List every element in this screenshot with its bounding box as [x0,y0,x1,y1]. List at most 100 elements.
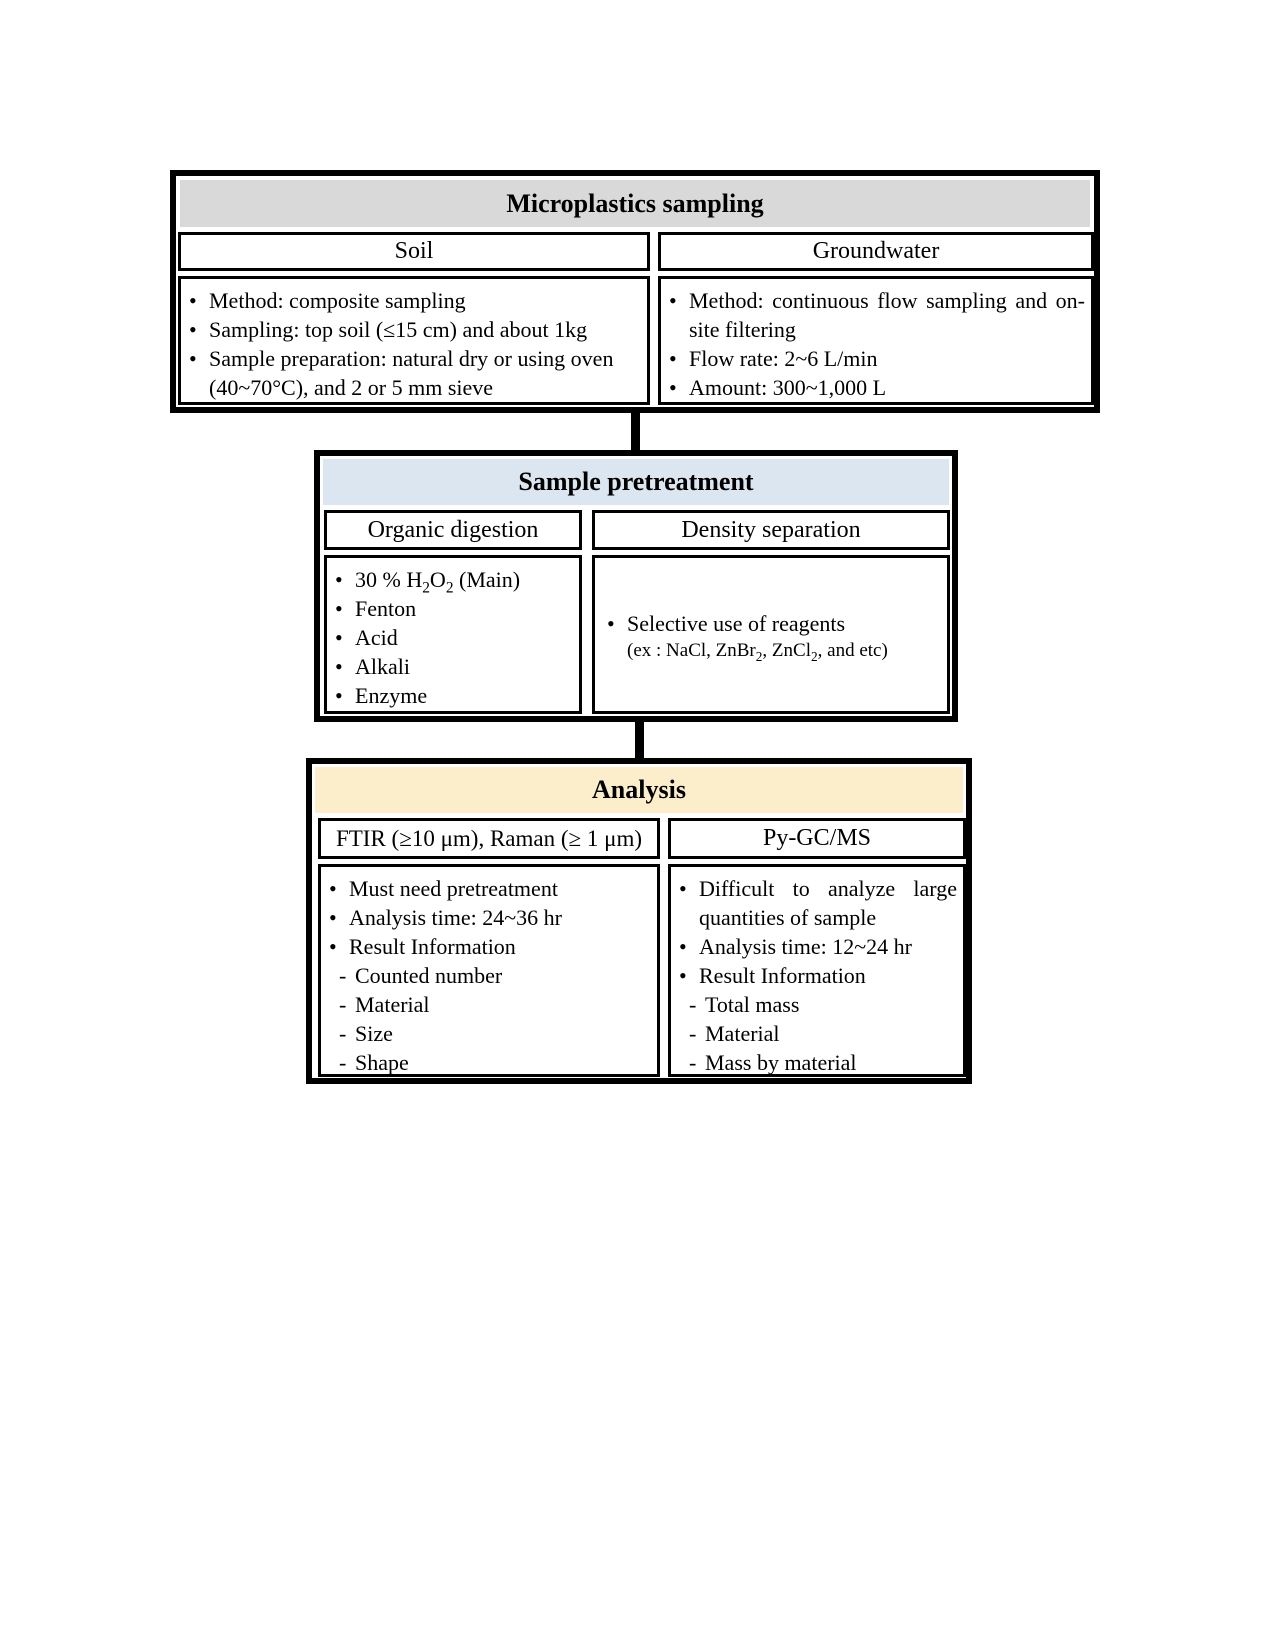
ftir-raman-header-text: FTIR (≥10 μm), Raman (≥ 1 μm) [335,825,643,851]
organic-digestion-header-text: Organic digestion [367,516,539,543]
list-subitem: - Size [329,1019,651,1048]
density-separation-bullet-list: • Selective use of reagents (ex : NaCl, … [607,609,941,664]
py-gc-ms-content-cell: • Difficult to analyze large quantities … [668,864,966,1077]
list-item: • Flow rate: 2~6 L/min [669,344,1085,373]
dash-marker: - [689,1050,697,1075]
dash-marker: - [339,992,347,1017]
analysis-title: Analysis [315,767,963,813]
bullet-text: Sample preparation: natural dry or using… [209,346,614,400]
density-separation-header-text: Density separation [681,516,861,543]
subitem-text: Mass by material [705,1050,857,1075]
bullet-text: Acid [355,625,398,650]
bullet-text: Fenton [355,596,417,621]
formula-text: 30 % H [355,567,423,592]
list-item: • Fenton [335,594,573,623]
connector-pretreatment-to-analysis [635,714,644,764]
organic-digestion-content-cell: • 30 % H2O2 (Main) • Fenton • Acid • Alk… [324,555,582,714]
density-separation-content-cell: • Selective use of reagents (ex : NaCl, … [592,555,950,714]
groundwater-content-cell: • Method: continuous flow sampling and o… [658,276,1094,405]
formula-text: (Main) [453,567,521,592]
ftir-raman-content-cell: • Must need pretreatment • Analysis time… [318,864,660,1077]
py-gc-ms-header-cell: Py-GC/MS [668,818,966,859]
subitem-text: Material [355,992,430,1017]
groundwater-bullet-list: • Method: continuous flow sampling and o… [669,286,1085,402]
bullet-marker: • [335,625,343,650]
list-item: • 30 % H2O2 (Main) [335,565,573,597]
subitem-text: Material [705,1021,780,1046]
bullet-marker: • [189,346,197,371]
list-item: • Method: composite sampling [189,286,641,315]
bullet-text: Amount: 300~1,000 L [689,375,887,400]
bullet-text: Sampling: top soil (≤15 cm) and about 1k… [209,317,588,342]
list-item: (ex : NaCl, ZnBr2, ZnCl2, and etc) [607,638,941,664]
microplastics-sampling-box: Microplastics sampling Soil Groundwater … [170,170,1100,413]
bullet-marker: • [329,876,337,901]
list-subitem: - Shape [329,1048,651,1077]
subscript: 2 [422,579,430,597]
list-item: • Difficult to analyze large quantities … [679,874,957,932]
bullet-text: Result Information [349,934,516,959]
groundwater-header-cell: Groundwater [658,232,1094,271]
bullet-marker: • [329,905,337,930]
soil-header-text: Soil [394,238,434,264]
bullet-text: Analysis time: 24~36 hr [349,905,562,930]
bullet-marker: • [669,346,677,371]
list-item: • Enzyme [335,681,573,710]
bullet-text: Alkali [355,654,410,679]
bullet-marker: • [607,610,615,636]
density-separation-header-cell: Density separation [592,510,950,550]
bullet-marker: • [335,683,343,708]
list-subitem: - Total mass [679,990,957,1019]
bullet-text: Flow rate: 2~6 L/min [689,346,878,371]
dash-marker: - [339,1021,347,1046]
dash-marker: - [689,992,697,1017]
ftir-raman-header-cell: FTIR (≥10 μm), Raman (≥ 1 μm) [318,818,660,859]
list-item: • Sample preparation: natural dry or usi… [189,344,641,402]
bullet-marker: • [669,288,677,313]
bullet-marker: • [329,934,337,959]
list-item: • Method: continuous flow sampling and o… [669,286,1085,344]
bullet-text: Difficult to analyze large quantities of… [699,876,957,930]
bullet-text: 30 % H2O2 (Main) [355,565,573,597]
subscript: 2 [810,648,818,664]
subscript: 2 [445,579,454,597]
bullet-text: Result Information [699,963,866,988]
bullet-marker: • [669,375,677,400]
formula-text: , and etc) [817,639,888,661]
soil-content-cell: • Method: composite sampling • Sampling:… [178,276,650,405]
organic-digestion-header-cell: Organic digestion [324,510,582,550]
py-gc-ms-bullet-list: • Difficult to analyze large quantities … [679,874,957,1077]
bullet-marker: • [335,654,343,679]
analysis-box: Analysis FTIR (≥10 μm), Raman (≥ 1 μm) P… [306,758,972,1084]
soil-bullet-list: • Method: composite sampling • Sampling:… [189,286,641,402]
bullet-text: Enzyme [355,683,428,708]
bullet-marker: • [189,288,197,313]
bullet-text: Method: composite sampling [209,288,466,313]
bullet-text: Analysis time: 12~24 hr [699,934,912,959]
list-subitem: - Counted number [329,961,651,990]
subitem-text: Size [355,1021,393,1046]
formula-text: , ZnCl [762,639,811,661]
dash-marker: - [339,963,347,988]
list-item: • Sampling: top soil (≤15 cm) and about … [189,315,641,344]
sample-pretreatment-box: Sample pretreatment Organic digestion De… [314,450,958,722]
list-item: • Alkali [335,652,573,681]
bullet-text: Selective use of reagents [627,610,846,636]
groundwater-header-text: Groundwater [812,238,940,264]
box-title-text: Microplastics sampling [506,188,764,218]
py-gc-ms-header-text: Py-GC/MS [762,825,872,851]
bullet-text: Must need pretreatment [349,876,558,901]
box-title-text: Analysis [592,775,686,804]
soil-header-cell: Soil [178,232,650,271]
subitem-text: Counted number [355,963,503,988]
organic-digestion-bullet-list: • 30 % H2O2 (Main) • Fenton • Acid • Alk… [335,565,573,710]
list-item: • Acid [335,623,573,652]
bullet-marker: • [335,567,343,592]
bullet-marker: • [679,876,687,901]
sample-pretreatment-title: Sample pretreatment [323,459,949,505]
bullet-text: Method: continuous flow sampling and on-… [689,288,1085,342]
subscript: 2 [755,648,763,664]
list-item: • Analysis time: 12~24 hr [679,932,957,961]
formula-text: (ex : NaCl, ZnBr [627,639,756,661]
